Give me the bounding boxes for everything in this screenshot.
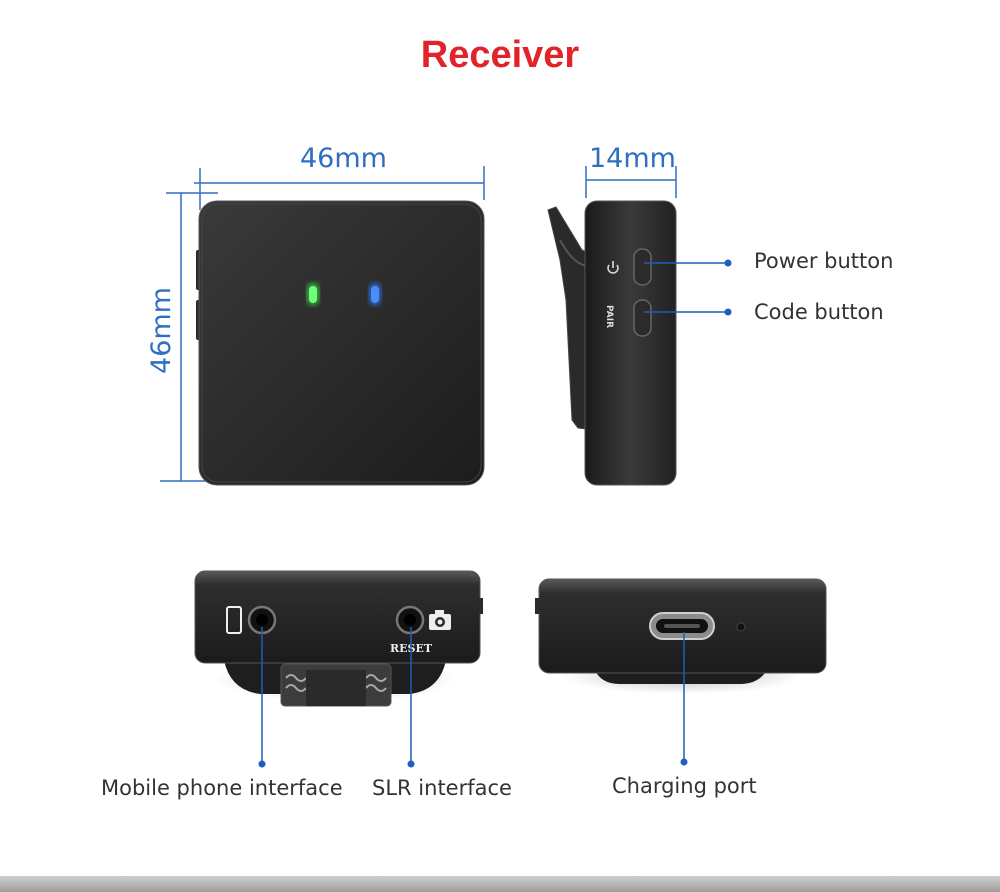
bottom-view-interfaces: RESET [194,570,483,768]
slr-interface-callout-line [407,627,415,768]
depth-dimension-label: 14mm [589,143,676,174]
pair-label: PAIR [604,305,614,328]
phone-icon [226,606,242,634]
usb-c-port-icon[interactable] [649,612,715,640]
receiver-bottom-body [194,570,481,664]
charging-indicator-hole [736,622,746,632]
mobile-phone-interface-label: Mobile phone interface [101,776,343,800]
height-dimension-label: 46mm [145,287,177,374]
green-led-indicator [309,286,317,303]
receiver-side-body [584,200,677,486]
power-button-label: Power button [754,249,894,273]
charging-port-callout-line [680,632,688,766]
code-button[interactable] [633,299,652,337]
page-title: Receiver [420,34,580,76]
bottom-divider-bar [0,876,1000,892]
code-button-label: Code button [754,300,884,324]
camera-icon [429,610,451,630]
blue-led-indicator [371,286,379,303]
receiver-front-body [198,200,485,486]
width-dimension-line [194,166,485,210]
power-button[interactable] [633,248,652,286]
slr-interface-label: SLR interface [372,776,512,800]
power-icon [607,261,619,274]
side-view: PAIR [547,166,732,486]
mobile-phone-interface-callout-line [258,627,266,768]
charging-port-label: Charging port [612,774,757,798]
width-dimension-label: 46mm [300,143,387,174]
bottom-view-charging [535,578,827,766]
front-view [160,166,485,486]
power-button-callout-line [644,259,732,267]
code-button-callout-line [644,308,732,316]
depth-dimension-line [585,166,677,198]
height-dimension-line [160,192,218,482]
